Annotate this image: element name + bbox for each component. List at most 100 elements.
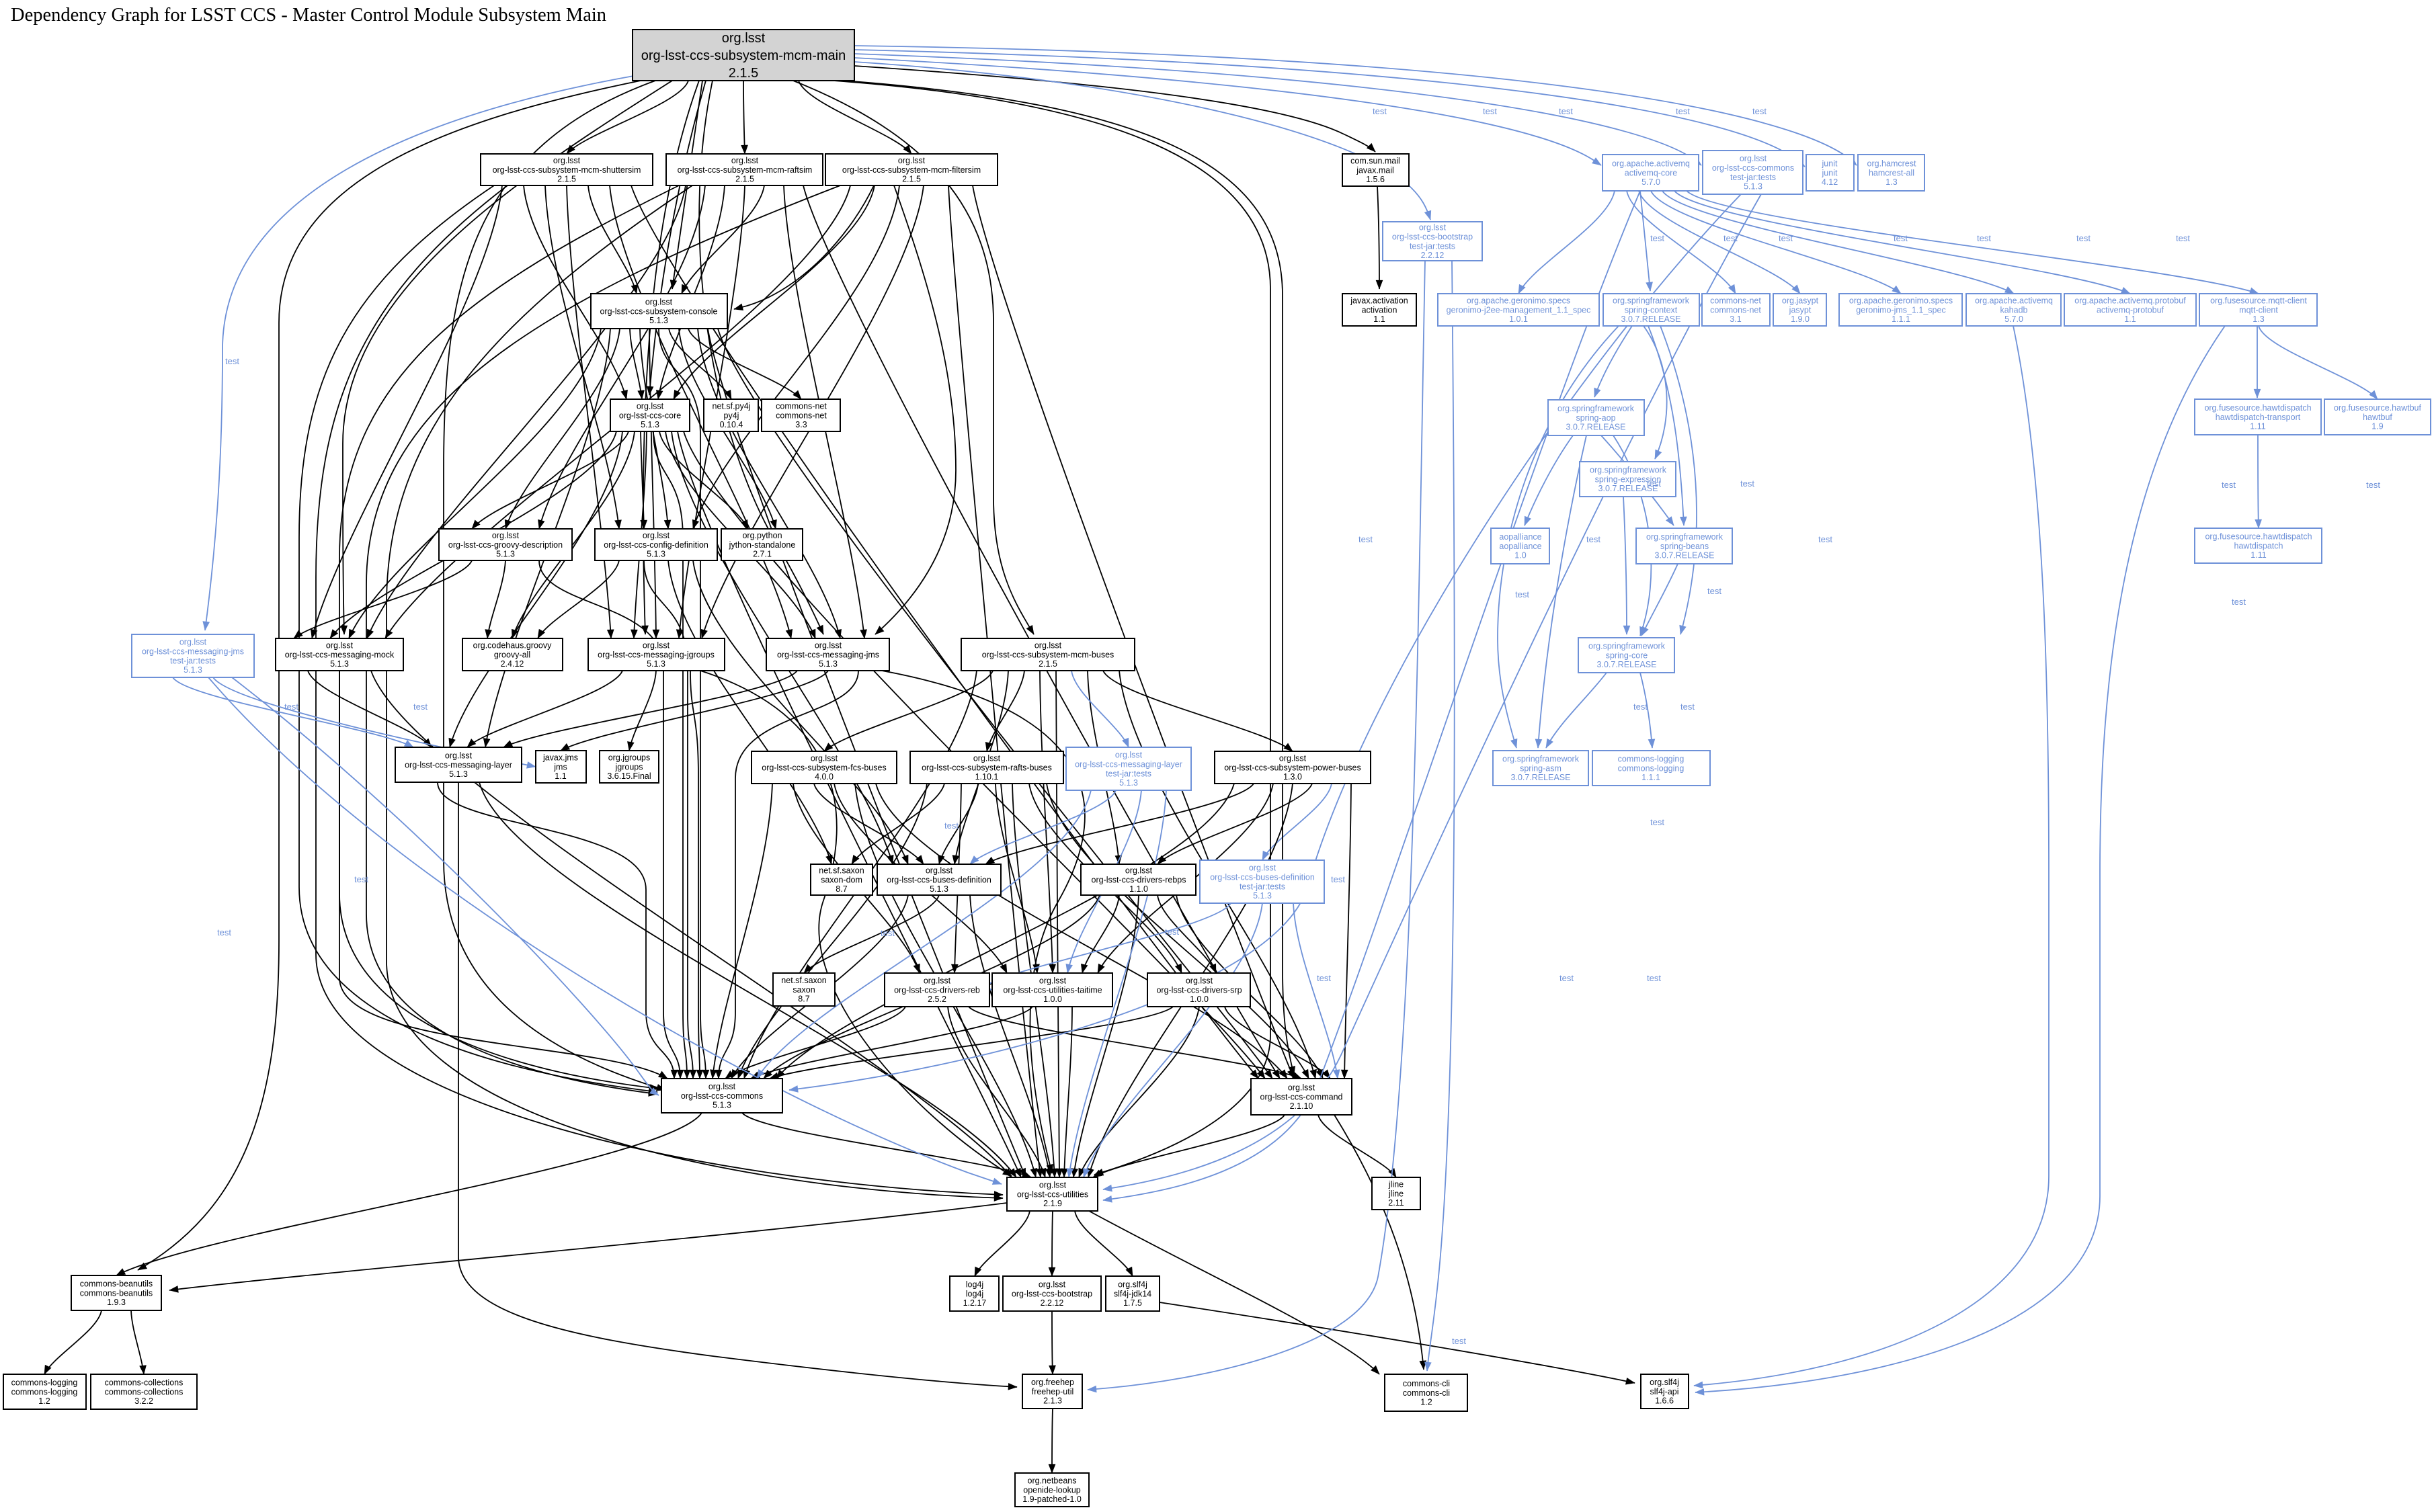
svg-text:4.0.0: 4.0.0 — [815, 772, 834, 782]
svg-text:5.1.3: 5.1.3 — [1119, 778, 1138, 788]
svg-text:org.springframework: org.springframework — [1502, 755, 1580, 764]
svg-text:2.5.2: 2.5.2 — [928, 995, 946, 1004]
svg-text:jgroups: jgroups — [615, 762, 643, 771]
svg-text:1.1.1: 1.1.1 — [1641, 773, 1660, 782]
svg-text:commons-net: commons-net — [776, 411, 827, 420]
svg-text:test: test — [1977, 233, 1991, 243]
svg-text:test: test — [1818, 534, 1832, 544]
svg-text:org.hamcrest: org.hamcrest — [1867, 159, 1916, 169]
svg-text:test: test — [1483, 106, 1497, 116]
svg-text:2.1.5: 2.1.5 — [1039, 659, 1057, 669]
svg-text:test-jar:tests: test-jar:tests — [1240, 882, 1285, 891]
svg-text:org.lsst: org.lsst — [815, 641, 842, 650]
svg-text:test: test — [284, 702, 298, 712]
svg-text:1.11: 1.11 — [2250, 422, 2265, 431]
svg-text:commons-collections: commons-collections — [105, 1378, 184, 1388]
svg-text:org.fusesource.hawtdispatch: org.fusesource.hawtdispatch — [2205, 532, 2312, 542]
svg-text:org.lsst: org.lsst — [708, 1082, 736, 1091]
svg-text:org.netbeans: org.netbeans — [1028, 1476, 1077, 1486]
svg-text:1.7.5: 1.7.5 — [1123, 1298, 1142, 1308]
svg-text:geronimo-j2ee-management_1.1_s: geronimo-j2ee-management_1.1_spec — [1447, 305, 1591, 314]
svg-text:junit: junit — [1822, 159, 1838, 169]
svg-text:org-lsst-ccs-drivers-reb: org-lsst-ccs-drivers-reb — [894, 985, 980, 995]
svg-text:5.1.3: 5.1.3 — [449, 769, 468, 779]
svg-text:spring-context: spring-context — [1625, 305, 1678, 314]
svg-text:org-lsst-ccs-messaging-jms: org-lsst-ccs-messaging-jms — [777, 650, 879, 659]
svg-text:8.7: 8.7 — [836, 884, 847, 894]
svg-text:org.lsst: org.lsst — [1249, 864, 1276, 873]
svg-text:2.1.9: 2.1.9 — [1043, 1199, 1062, 1208]
svg-text:jython-standalone: jython-standalone — [729, 540, 796, 550]
svg-text:org-lsst-ccs-messaging-layer: org-lsst-ccs-messaging-layer — [1075, 760, 1182, 769]
svg-text:org.lsst: org.lsst — [553, 156, 581, 165]
svg-text:1.1.1: 1.1.1 — [1892, 314, 1910, 324]
svg-text:org.lsst: org.lsst — [643, 531, 670, 540]
svg-text:commons-logging: commons-logging — [1618, 763, 1685, 773]
svg-text:test-jar:tests: test-jar:tests — [170, 656, 216, 665]
svg-text:org.slf4j: org.slf4j — [1650, 1378, 1679, 1387]
svg-text:org.lsst: org.lsst — [1039, 1181, 1067, 1190]
svg-text:hawtdispatch: hawtdispatch — [2234, 541, 2283, 550]
svg-text:1.9-patched-1.0: 1.9-patched-1.0 — [1022, 1495, 1082, 1504]
svg-text:1.6.6: 1.6.6 — [1655, 1396, 1674, 1406]
svg-text:test: test — [1559, 106, 1573, 116]
svg-text:2.11: 2.11 — [1388, 1198, 1404, 1208]
svg-text:test: test — [1650, 817, 1664, 827]
svg-text:5.1.3: 5.1.3 — [647, 550, 665, 559]
svg-text:activemq-protobuf: activemq-protobuf — [2097, 305, 2164, 314]
svg-text:org-lsst-ccs-messaging-mock: org-lsst-ccs-messaging-mock — [285, 650, 395, 659]
svg-text:org-lsst-ccs-utilities-taitime: org-lsst-ccs-utilities-taitime — [1003, 985, 1102, 995]
svg-text:jms: jms — [553, 762, 567, 771]
svg-text:2.4.12: 2.4.12 — [501, 659, 524, 669]
svg-text:net.sf.saxon: net.sf.saxon — [781, 976, 826, 985]
svg-text:1.3: 1.3 — [2253, 314, 2264, 324]
svg-text:saxon-dom: saxon-dom — [821, 875, 862, 884]
svg-text:5.1.3: 5.1.3 — [649, 316, 668, 325]
svg-text:org.lsst: org.lsst — [811, 754, 838, 763]
svg-text:5.1.3: 5.1.3 — [1253, 891, 1272, 900]
svg-text:1.3: 1.3 — [1885, 177, 1897, 187]
svg-text:org.jasypt: org.jasypt — [1782, 296, 1819, 306]
svg-text:kahadb: kahadb — [2000, 305, 2027, 314]
svg-text:1.1: 1.1 — [1373, 314, 1385, 324]
svg-text:org-lsst-ccs-commons: org-lsst-ccs-commons — [1712, 163, 1794, 173]
svg-text:org.lsst: org.lsst — [1186, 976, 1213, 986]
svg-text:org-lsst-ccs-subsystem-console: org-lsst-ccs-subsystem-console — [600, 306, 717, 316]
svg-text:1.9.3: 1.9.3 — [107, 1298, 126, 1307]
svg-text:commons-net: commons-net — [1710, 296, 1761, 306]
svg-text:org-lsst-ccs-core: org-lsst-ccs-core — [619, 411, 681, 420]
svg-text:log4j: log4j — [966, 1280, 983, 1290]
svg-text:org-lsst-ccs-groovy-descriptio: org-lsst-ccs-groovy-description — [448, 540, 563, 550]
svg-text:org.lsst: org.lsst — [924, 976, 951, 986]
svg-text:test: test — [1647, 478, 1661, 489]
svg-text:Dependency Graph for LSST CCS: Dependency Graph for LSST CCS - Master C… — [11, 5, 606, 26]
svg-text:5.1.3: 5.1.3 — [647, 659, 665, 669]
svg-text:org.springframework: org.springframework — [1557, 404, 1635, 413]
svg-text:test: test — [2232, 597, 2246, 607]
svg-text:2.1.5: 2.1.5 — [729, 66, 758, 81]
svg-text:org.fusesource.hawtbuf: org.fusesource.hawtbuf — [2334, 403, 2421, 413]
svg-text:spring-expression: spring-expression — [1595, 474, 1662, 484]
svg-text:org-lsst-ccs-subsystem-rafts-b: org-lsst-ccs-subsystem-rafts-buses — [922, 763, 1052, 772]
svg-text:commons-collections: commons-collections — [105, 1387, 184, 1396]
svg-text:org-lsst-ccs-buses-definition: org-lsst-ccs-buses-definition — [1210, 873, 1315, 882]
svg-text:1.2: 1.2 — [38, 1396, 50, 1406]
svg-text:org.lsst: org.lsst — [1035, 641, 1062, 650]
svg-text:5.1.3: 5.1.3 — [713, 1101, 731, 1110]
svg-text:test: test — [1676, 106, 1690, 116]
svg-text:1.9.0: 1.9.0 — [1791, 314, 1810, 324]
svg-text:org.freehep: org.freehep — [1031, 1378, 1074, 1387]
svg-text:org.lsst: org.lsst — [1279, 754, 1307, 763]
svg-text:org-lsst-ccs-subsystem-mcm-shu: org-lsst-ccs-subsystem-mcm-shuttersim — [493, 165, 641, 175]
svg-text:org-lsst-ccs-messaging-layer: org-lsst-ccs-messaging-layer — [405, 760, 512, 769]
svg-text:3.0.7.RELEASE: 3.0.7.RELEASE — [1511, 773, 1571, 782]
svg-text:1.10.1: 1.10.1 — [975, 772, 999, 782]
svg-text:3.0.7.RELEASE: 3.0.7.RELEASE — [1598, 484, 1658, 493]
svg-text:org-lsst-ccs-utilities: org-lsst-ccs-utilities — [1017, 1189, 1088, 1199]
svg-text:org-lsst-ccs-commons: org-lsst-ccs-commons — [681, 1091, 763, 1101]
svg-text:activemq-core: activemq-core — [1625, 168, 1678, 177]
svg-text:org.lsst: org.lsst — [722, 31, 766, 46]
svg-text:commons-cli: commons-cli — [1403, 1379, 1450, 1388]
svg-text:test: test — [2222, 480, 2236, 490]
svg-text:test: test — [217, 927, 231, 937]
